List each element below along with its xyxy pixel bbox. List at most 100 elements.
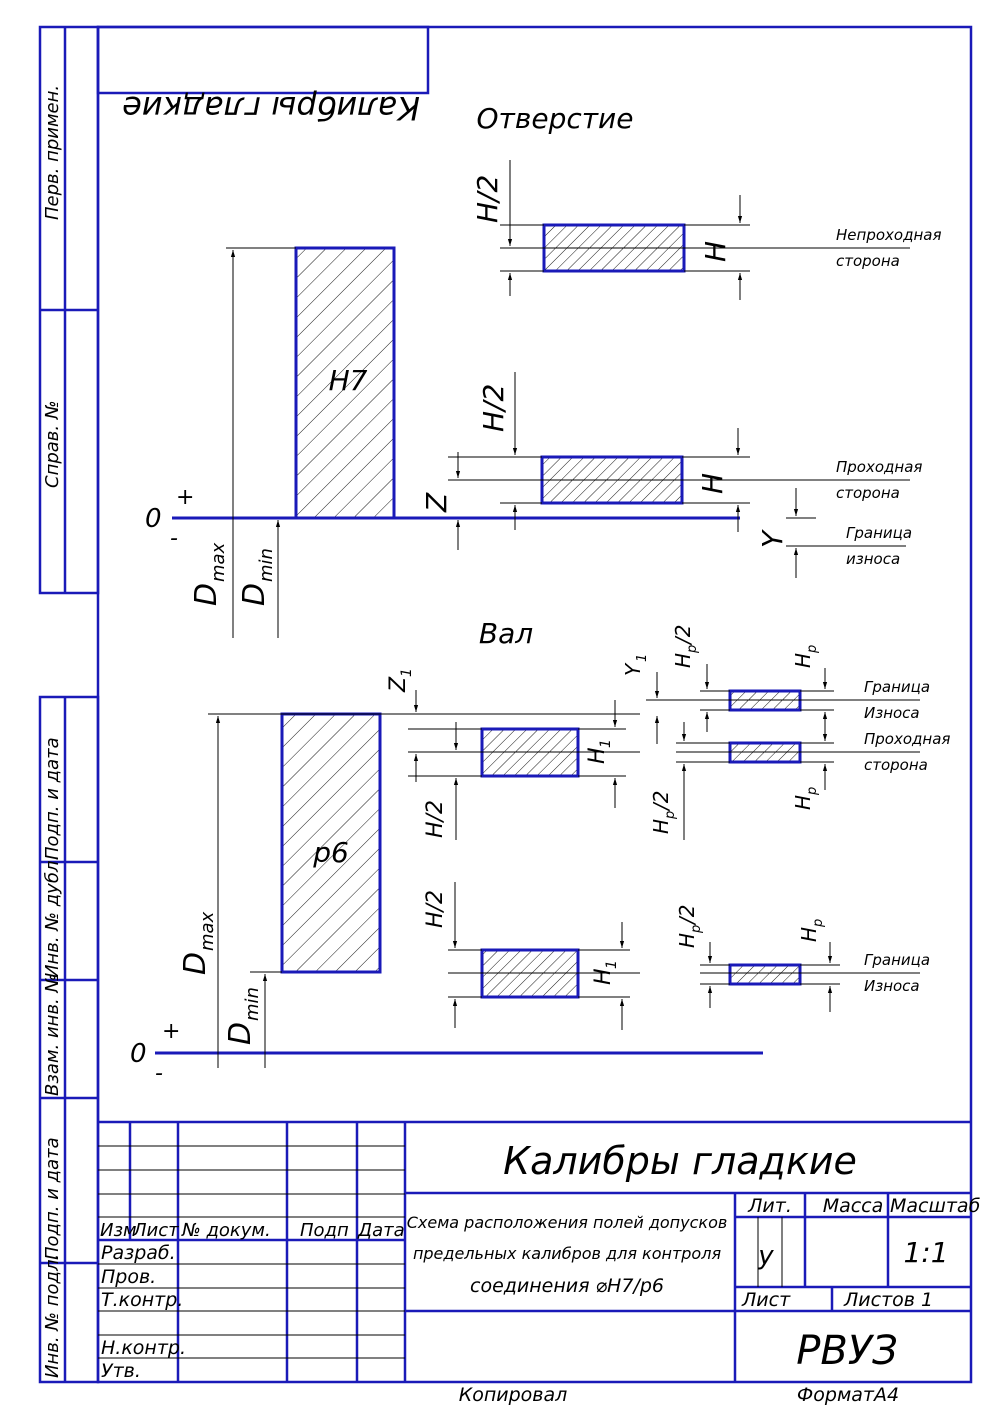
shaft-minus-label: - — [155, 1061, 163, 1086]
doc-desc-2: предельных калибров для контроля — [413, 1244, 722, 1263]
data-label: Дата — [357, 1220, 405, 1241]
shaft-section-title: Вал — [479, 617, 533, 650]
copied-label: Копировал — [459, 1384, 568, 1406]
massa-label: Масса — [823, 1195, 884, 1217]
shaft-go-h1-label: H — [585, 747, 610, 764]
hole-dmin-d: D — [237, 583, 272, 606]
hp2-label-c: H — [675, 933, 699, 948]
hp-sub-b: p — [805, 787, 820, 796]
hole-dmax-d: D — [189, 583, 224, 606]
y1-sub: 1 — [635, 654, 650, 662]
hole-dmax-sub: max — [208, 542, 229, 582]
inv-dubl-label: Инв. № дубл. — [42, 855, 63, 978]
hp2-label-b: H — [649, 819, 673, 834]
z-label: Z — [420, 492, 453, 513]
mirrored-stamp-title: Калибры гладкие — [122, 89, 420, 127]
hp2-sub-a: p — [685, 645, 700, 654]
hole-plus-label: + — [176, 485, 194, 510]
hole-zero-label: 0 — [145, 504, 162, 534]
tkontr-label: Т.контр. — [101, 1289, 183, 1311]
z1-sub: 1 — [399, 668, 415, 677]
perv-primen-label: Перв. примен. — [42, 85, 63, 220]
izm-label: Изм — [100, 1220, 137, 1241]
hp-sub-a: p — [805, 645, 820, 654]
nkontr-label: Н.контр. — [101, 1337, 186, 1359]
list-col-label: Лист — [132, 1220, 179, 1241]
shaft-diagram: 0 + - p6 D max D min Z 1 — [130, 625, 950, 1086]
shaft-dmax-d: D — [178, 952, 213, 975]
lit-label: Лит. — [747, 1195, 792, 1217]
lower-wear-label-1: Граница — [864, 951, 930, 969]
hp2-sub-b: p — [663, 811, 678, 820]
shaft-go-label-2: сторона — [864, 756, 928, 774]
shaft-go-h2-label: H/2 — [423, 800, 448, 838]
hole-diagram: 0 + - H7 D max D min H/2 H Непроходная с — [145, 160, 941, 638]
sheet-label: Лист — [741, 1289, 791, 1311]
ndokum-label: № докум. — [181, 1220, 271, 1241]
inv-podl-label: Инв. № подл. — [42, 1254, 63, 1378]
shaft-nogo-h2-label: H/2 — [423, 890, 448, 928]
sprav-label: Справ. № — [42, 400, 63, 488]
hp-label-a: H — [791, 653, 815, 668]
z1-label: Z — [386, 676, 411, 693]
go-label-1: Проходная — [836, 458, 922, 476]
sheets-label: Листов 1 — [843, 1289, 933, 1311]
hp2-tail-b: /2 — [649, 791, 673, 812]
shaft-wear-label-1: Граница — [864, 678, 930, 696]
shaft-dmin-sub: min — [242, 987, 263, 1021]
doc-desc-1: Схема расположения полей допусков — [407, 1213, 728, 1232]
hp2-tail-c: /2 — [675, 905, 699, 926]
lit-value: у — [757, 1241, 774, 1271]
go-label-2: сторона — [836, 484, 900, 502]
shaft-wear-label-2: Износа — [864, 704, 920, 722]
prov-label: Пров. — [101, 1266, 156, 1288]
lower-wear-label-2: Износа — [864, 977, 920, 995]
h7-label: H7 — [329, 364, 368, 397]
shaft-nogo-h1-sub: 1 — [604, 960, 620, 969]
doc-desc-3: соединения ⌀H7/p6 — [470, 1275, 664, 1297]
frame — [38, 25, 973, 1384]
shaft-dmin-d: D — [223, 1022, 258, 1045]
org-name: РВУЗ — [796, 1328, 898, 1374]
nogo-label-1: Непроходная — [836, 226, 941, 244]
masshtab-label: Масштаб — [890, 1195, 981, 1217]
nogo-h2-label: H/2 — [471, 175, 504, 223]
left-strip-labels: Перв. примен. Справ. № Подп. и дата Инв.… — [42, 85, 63, 1378]
hp2-tail-a: /2 — [671, 625, 695, 646]
lower-wear-control-gauge — [728, 963, 802, 986]
shaft-go-h1-sub: 1 — [598, 739, 614, 748]
podp-label: Подп — [300, 1220, 349, 1241]
y-label: Y — [756, 529, 789, 548]
h7-tolerance-field — [294, 246, 396, 520]
razrab-label: Разраб. — [101, 1242, 176, 1264]
go-h2-label: H/2 — [477, 384, 510, 432]
scale-value: 1:1 — [903, 1236, 948, 1269]
go-h-label: H — [696, 473, 729, 494]
shaft-zero-label: 0 — [130, 1039, 147, 1069]
nogo-label-2: сторона — [836, 252, 900, 270]
shaft-plus-label: + — [162, 1019, 180, 1044]
hole-section-title: Отверстие — [477, 102, 634, 135]
podp-data-label-2: Подп. и дата — [42, 1137, 63, 1260]
p6-label: p6 — [312, 836, 349, 869]
shaft-dmax-sub: max — [197, 911, 218, 951]
vzam-inv-label: Взам. инв. № — [42, 974, 63, 1096]
hole-wear-label-2: износа — [846, 550, 900, 568]
hp-sub-c: p — [811, 919, 826, 928]
hole-dmin-sub: min — [256, 548, 277, 582]
shaft-nogo-h1-label: H — [591, 968, 616, 985]
p6-tolerance-field — [280, 712, 382, 974]
nogo-h-label: H — [699, 241, 732, 262]
y1-label: Y — [621, 662, 645, 676]
hp2-sub-c: p — [689, 925, 704, 934]
title-block: Калибры гладкие Схема расположения полей… — [98, 1120, 981, 1382]
shaft-go-label-1: Проходная — [864, 730, 950, 748]
podp-data-label-1: Подп. и дата — [42, 737, 63, 860]
hole-minus-label: - — [170, 526, 178, 551]
hole-wear-label-1: Граница — [846, 524, 912, 542]
hp-label-c: H — [797, 927, 821, 942]
hp2-label-a: H — [671, 653, 695, 668]
doc-title: Калибры гладкие — [503, 1139, 857, 1183]
utv-label: Утв. — [101, 1360, 141, 1382]
